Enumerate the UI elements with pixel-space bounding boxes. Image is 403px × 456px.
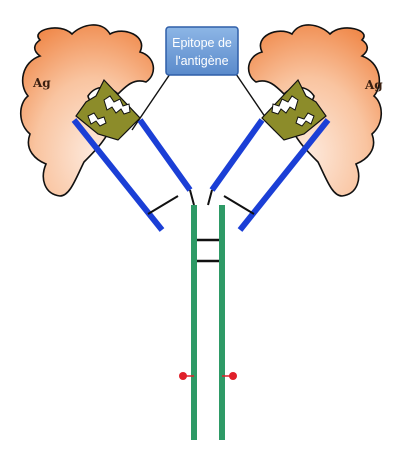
glycosylation-site-right [229, 372, 237, 380]
callout-line-2: l'antigène [175, 54, 228, 68]
hinge-connector-right [208, 190, 212, 205]
callout-line-1: Epitope de [172, 36, 232, 50]
antigen-left-label: Ag [32, 76, 51, 90]
antibody-fc-stem [179, 205, 237, 440]
interchain-bond-right [224, 196, 254, 214]
antigen-right-label: Ag [364, 78, 383, 92]
hinge-connector-left [190, 190, 194, 205]
antibody-fab-right [208, 80, 328, 230]
heavy-chain-ch1-left [140, 120, 190, 190]
interchain-bond-left [148, 196, 178, 214]
callout-pointer-left [132, 74, 170, 130]
glycosylation-site-left [179, 372, 187, 380]
heavy-chain-ch1-right [212, 120, 262, 190]
antibody-fab-left [74, 80, 194, 230]
